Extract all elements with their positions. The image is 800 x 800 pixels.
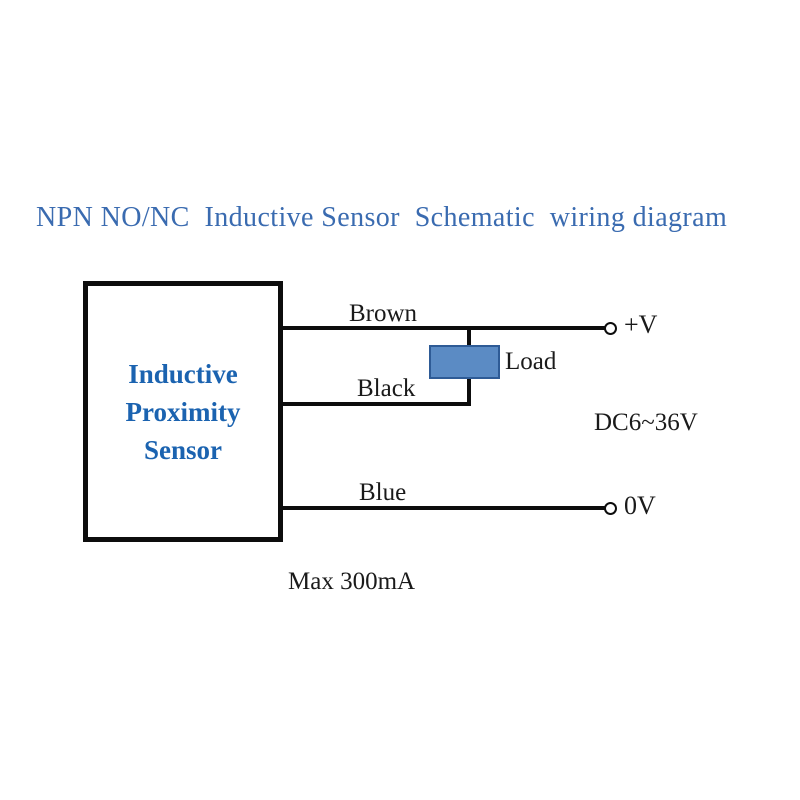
positive-terminal-dot (604, 322, 617, 335)
blue-wire (283, 506, 610, 510)
inductive-proximity-sensor-box: Inductive Proximity Sensor (83, 281, 283, 542)
sensor-label-line-2: Proximity (125, 396, 241, 427)
black-wire (283, 402, 471, 406)
diagram-title: NPN NO/NC Inductive Sensor Schematic wir… (36, 202, 728, 233)
load-label: Load (505, 348, 557, 375)
positive-terminal-label: +V (624, 310, 658, 339)
ground-terminal-dot (604, 502, 617, 515)
load-element (429, 345, 500, 379)
brown-wire-label: Brown (349, 300, 418, 327)
supply-voltage-annotation: DC6~36V (594, 409, 698, 436)
ground-terminal-label: 0V (624, 491, 656, 520)
black-wire-label: Black (357, 375, 416, 402)
blue-wire-label: Blue (359, 479, 407, 506)
sensor-label-line-1: Inductive (128, 358, 238, 389)
max-current-annotation: Max 300mA (288, 568, 416, 595)
sensor-label-line-3: Sensor (143, 434, 222, 465)
brown-wire (283, 326, 610, 330)
